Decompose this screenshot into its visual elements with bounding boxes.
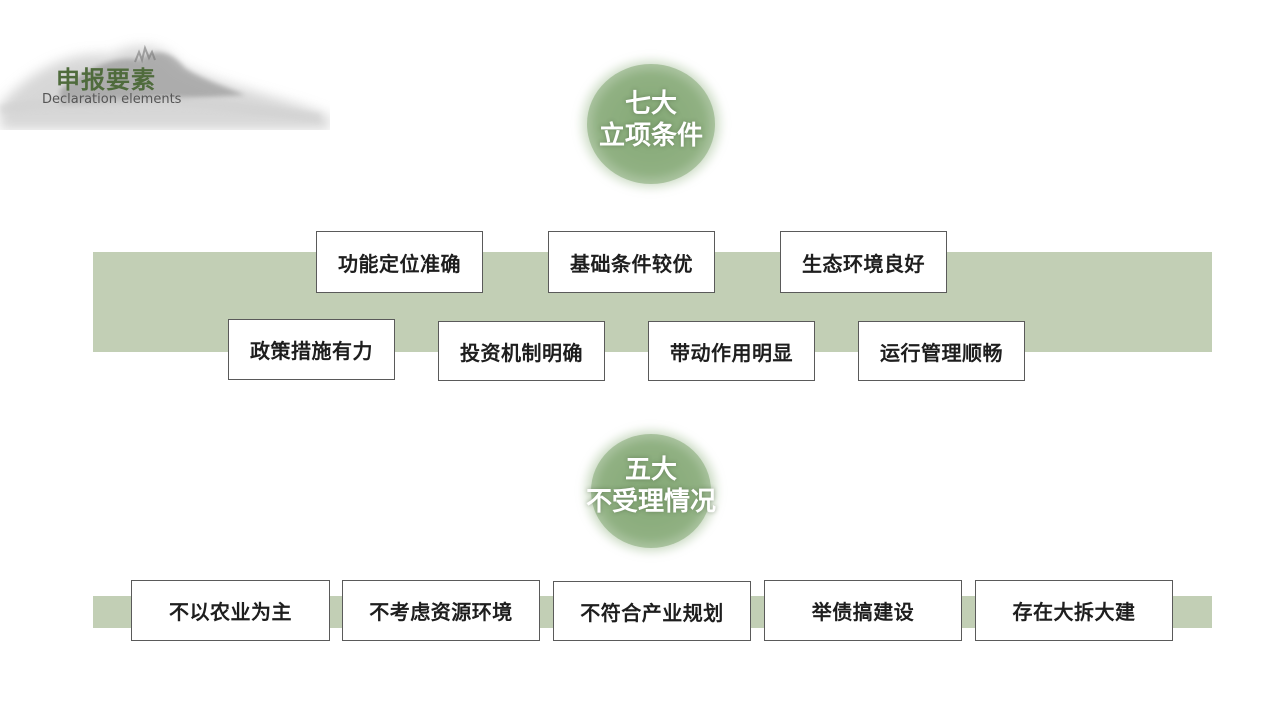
item-box: 功能定位准确 bbox=[316, 231, 483, 293]
ink-circle-five bbox=[579, 424, 723, 558]
item-box: 运行管理顺畅 bbox=[858, 321, 1025, 381]
item-box: 投资机制明确 bbox=[438, 321, 605, 381]
item-box: 带动作用明显 bbox=[648, 321, 815, 381]
ink-mountain-decoration bbox=[0, 44, 330, 130]
circle-title-seven: 七大 立项条件 bbox=[561, 88, 741, 152]
item-box: 不以农业为主 bbox=[131, 580, 330, 641]
item-box: 基础条件较优 bbox=[548, 231, 715, 293]
ink-circle-seven bbox=[575, 54, 727, 194]
circle-line2: 立项条件 bbox=[598, 121, 703, 151]
item-box: 举债搞建设 bbox=[764, 580, 962, 641]
page-subtitle: Declaration elements bbox=[42, 92, 182, 107]
circle-title-five: 五大 不受理情况 bbox=[561, 454, 741, 518]
item-box: 生态环境良好 bbox=[780, 231, 947, 293]
item-box: 存在大拆大建 bbox=[975, 580, 1173, 641]
circle-line1: 七大 bbox=[624, 89, 677, 119]
item-box: 不符合产业规划 bbox=[553, 581, 751, 641]
circle-line1: 五大 bbox=[624, 455, 677, 485]
item-box: 政策措施有力 bbox=[228, 319, 395, 380]
circle-line2: 不受理情况 bbox=[585, 487, 716, 517]
page-title: 申报要素 bbox=[56, 66, 156, 94]
item-box: 不考虑资源环境 bbox=[342, 580, 540, 641]
